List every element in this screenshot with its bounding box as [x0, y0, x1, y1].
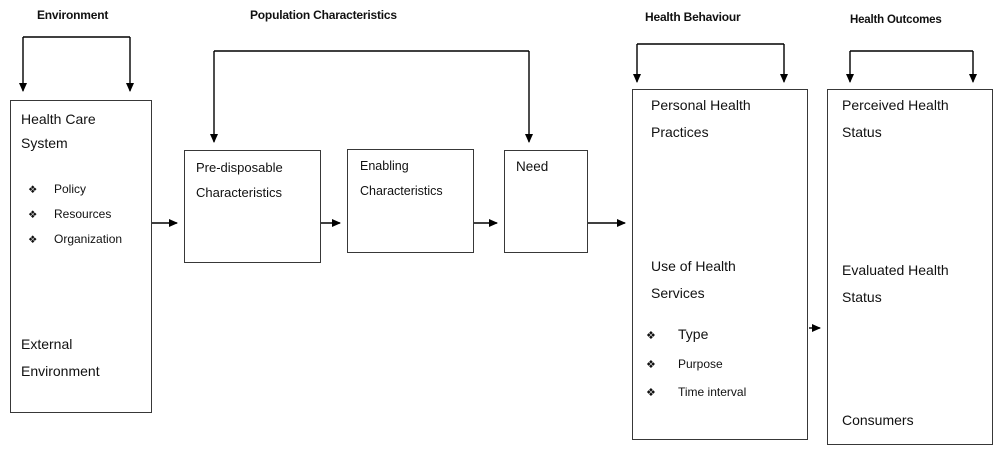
enabling-line1: Enabling	[360, 159, 409, 173]
personal-health-line2: Practices	[651, 124, 709, 140]
perceived-health-line2: Status	[842, 124, 882, 140]
bullet-label: Resources	[54, 207, 112, 221]
perceived-health-line1: Perceived Health	[842, 97, 949, 113]
predisposable-characteristics-box: Pre-disposable Characteristics	[184, 150, 321, 263]
bullet-item-time-interval: ❖ Time interval	[646, 379, 746, 407]
bullet-item-resources: ❖ Resources	[28, 202, 122, 227]
bullet-label: Policy	[54, 182, 87, 196]
need-box: Need	[504, 150, 588, 253]
personal-health-line1: Personal Health	[651, 97, 751, 113]
consumers-label: Consumers	[842, 412, 914, 428]
diamond-bullet-icon: ❖	[646, 359, 656, 371]
predisposable-line2: Characteristics	[196, 185, 282, 200]
health-care-system-box: Health Care System ❖ Policy ❖ Resources …	[10, 100, 152, 413]
enabling-line2: Characteristics	[360, 184, 443, 198]
section-label-environment: Environment	[37, 8, 109, 22]
evaluated-health-line2: Status	[842, 289, 882, 305]
external-environment-line2: Environment	[21, 363, 100, 379]
use-of-health-services-label: Use of Health Services	[651, 253, 736, 307]
use-of-health-line2: Services	[651, 285, 705, 301]
diamond-bullet-icon: ❖	[28, 209, 38, 221]
predisposable-characteristics-label: Pre-disposable Characteristics	[196, 155, 283, 205]
enabling-characteristics-label: Enabling Characteristics	[360, 154, 443, 204]
personal-health-practices-label: Personal Health Practices	[651, 92, 751, 146]
evaluated-health-line1: Evaluated Health	[842, 262, 949, 278]
external-environment-line1: External	[21, 336, 73, 352]
bullet-label: Purpose	[678, 357, 723, 371]
diamond-bullet-icon: ❖	[646, 387, 656, 399]
health-care-system-title-line1: Health Care	[21, 111, 96, 127]
diamond-bullet-icon: ❖	[646, 330, 656, 342]
section-label-health-outcomes: Health Outcomes	[850, 14, 942, 26]
perceived-health-status-label: Perceived Health Status	[842, 92, 949, 146]
bullet-item-policy: ❖ Policy	[28, 177, 122, 202]
bullet-label: Organization	[54, 232, 123, 246]
diamond-bullet-icon: ❖	[28, 184, 38, 196]
evaluated-health-status-label: Evaluated Health Status	[842, 257, 949, 311]
bullet-item-type: ❖ Type	[646, 320, 746, 351]
health-care-system-title-line2: System	[21, 135, 68, 151]
health-outcomes-box: Perceived Health Status Evaluated Health…	[827, 89, 993, 445]
external-environment-label: External Environment	[21, 331, 100, 385]
need-label: Need	[516, 159, 549, 174]
enabling-characteristics-box: Enabling Characteristics	[347, 149, 474, 253]
diamond-bullet-icon: ❖	[28, 234, 38, 246]
bullet-label: Type	[678, 326, 709, 342]
bullet-label: Time interval	[678, 385, 747, 399]
section-label-population-characteristics: Population Characteristics	[250, 8, 397, 22]
use-of-health-bullet-list: ❖ Type ❖ Purpose ❖ Time interval	[646, 320, 746, 407]
health-care-system-title: Health Care System	[21, 107, 96, 155]
use-of-health-line1: Use of Health	[651, 258, 736, 274]
bullet-item-organization: ❖ Organization	[28, 227, 122, 252]
health-care-system-bullet-list: ❖ Policy ❖ Resources ❖ Organization	[28, 177, 122, 252]
predisposable-line1: Pre-disposable	[196, 160, 283, 175]
health-behaviour-box: Personal Health Practices Use of Health …	[632, 89, 808, 440]
section-label-health-behaviour: Health Behaviour	[645, 10, 741, 24]
bullet-item-purpose: ❖ Purpose	[646, 351, 746, 379]
